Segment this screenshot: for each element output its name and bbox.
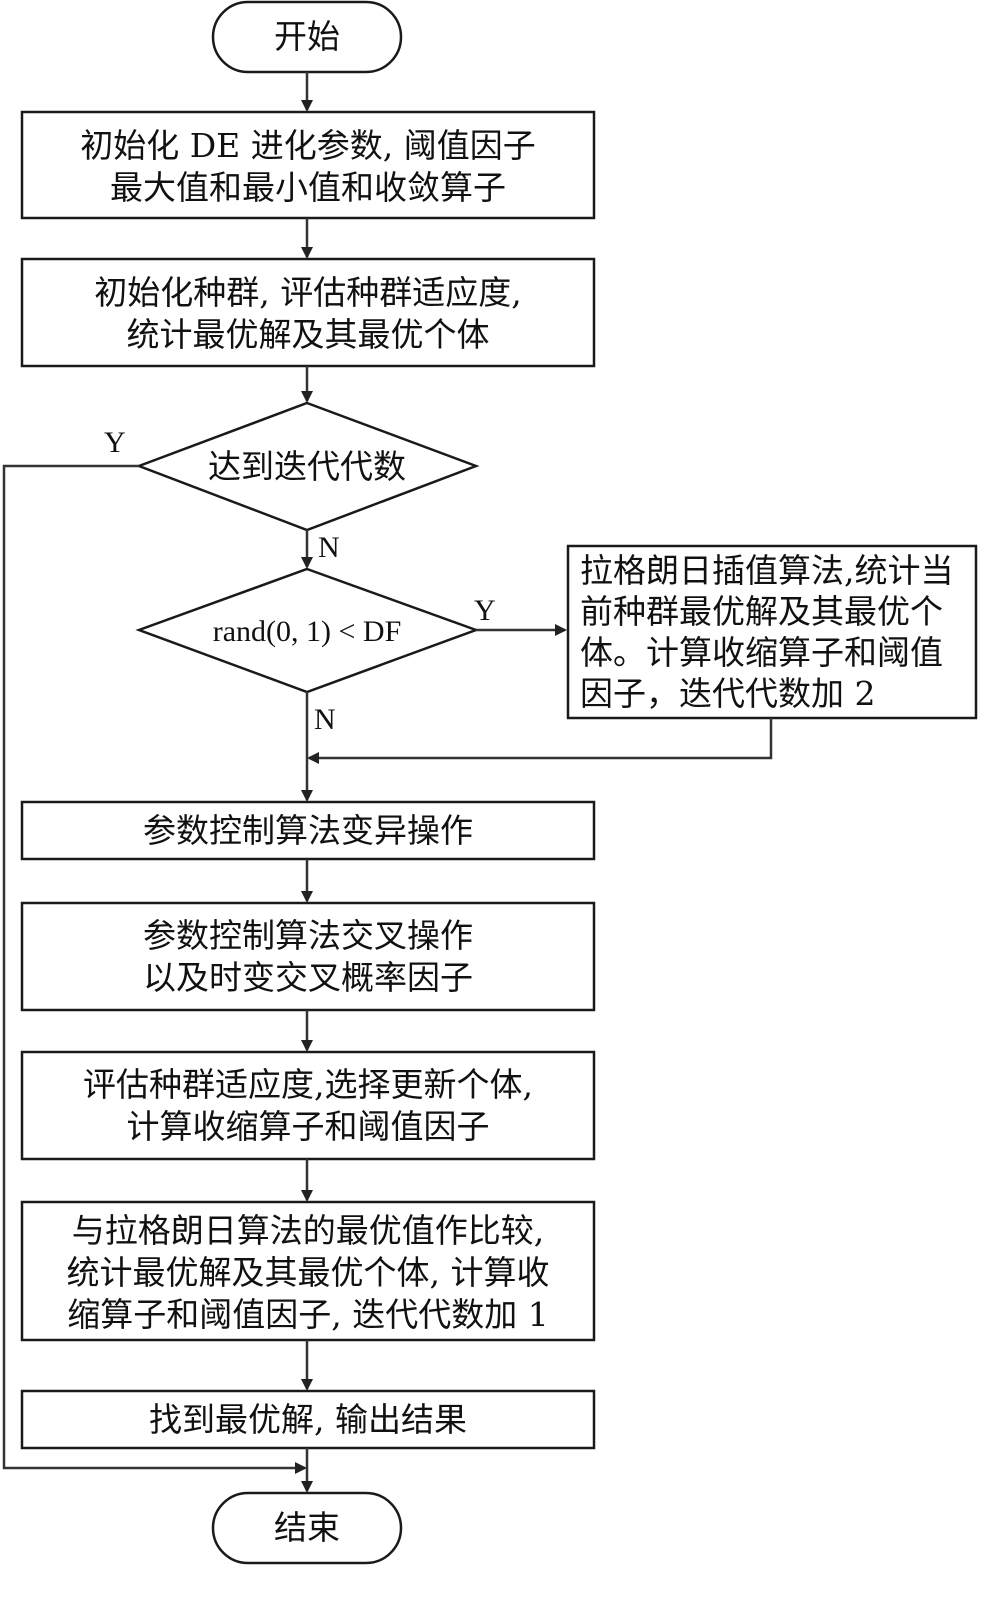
end-label: 结束: [274, 1508, 340, 1547]
evaluate-box: 评估种群适应度,选择更新个体, 计算收缩算子和阈值因子: [20, 1050, 596, 1161]
mutation-box: 参数控制算法变异操作: [20, 800, 596, 861]
compare-box: 与拉格朗日算法的最优值作比较, 统计最优解及其最优个体, 计算收 缩算子和阈值因…: [20, 1200, 596, 1342]
yes-bypass-line: [2, 464, 307, 1474]
compare-line2: 统计最优解及其最优个体, 计算收: [67, 1253, 550, 1292]
mutation-line1: 参数控制算法变异操作: [143, 811, 473, 850]
end-terminal: 结束: [211, 1491, 403, 1565]
lagrange-line1: 拉格朗日插值算法,统计当: [580, 551, 954, 590]
init-params-box: 初始化 DE 进化参数, 阈值因子 最大值和最小值和收敛算子: [20, 110, 596, 220]
init-pop-line1: 初始化种群, 评估种群适应度,: [94, 273, 521, 312]
crossover-line1: 参数控制算法交叉操作: [143, 916, 473, 955]
decision-iter-label: 达到迭代代数: [208, 447, 406, 486]
decision-iterations: 达到迭代代数: [135, 401, 480, 532]
decision-rand-no-label: N: [314, 703, 336, 736]
lagrange-line3: 体。计算收缩算子和阈值: [580, 633, 943, 672]
start-label: 开始: [274, 17, 340, 56]
init-pop-line2: 统计最优解及其最优个体: [127, 315, 490, 354]
output-line1: 找到最优解, 输出结果: [149, 1400, 467, 1439]
lagrange-line4: 因子，迭代代数加 2: [580, 674, 876, 713]
crossover-box: 参数控制算法交叉操作 以及时变交叉概率因子: [20, 901, 596, 1012]
decision-rand-yes-label: Y: [474, 594, 496, 627]
decision-rand-label: rand(0, 1) < DF: [213, 615, 402, 648]
init-population-box: 初始化种群, 评估种群适应度, 统计最优解及其最优个体: [20, 257, 596, 368]
start-terminal: 开始: [211, 0, 403, 74]
lagrange-box: 拉格朗日插值算法,统计当 前种群最优解及其最优个 体。计算收缩算子和阈值 因子，…: [566, 544, 978, 720]
crossover-line2: 以及时变交叉概率因子: [143, 958, 473, 997]
decision-iter-yes-label: Y: [104, 426, 126, 459]
decision-iter-no-label: N: [318, 531, 340, 564]
evaluate-line1: 评估种群适应度,选择更新个体,: [83, 1065, 533, 1104]
decision-rand: rand(0, 1) < DF: [135, 567, 480, 694]
init-params-line2: 最大值和最小值和收敛算子: [110, 168, 506, 207]
evaluate-line2: 计算收缩算子和阈值因子: [127, 1107, 490, 1146]
compare-line3: 缩算子和阈值因子, 迭代代数加 1: [67, 1295, 548, 1334]
compare-line1: 与拉格朗日算法的最优值作比较,: [72, 1211, 545, 1250]
lagrange-line2: 前种群最优解及其最优个: [580, 592, 943, 631]
init-params-line1: 初始化 DE 进化参数, 阈值因子: [80, 126, 536, 165]
lagrange-return-line: [307, 718, 773, 764]
output-box: 找到最优解, 输出结果: [20, 1389, 596, 1450]
